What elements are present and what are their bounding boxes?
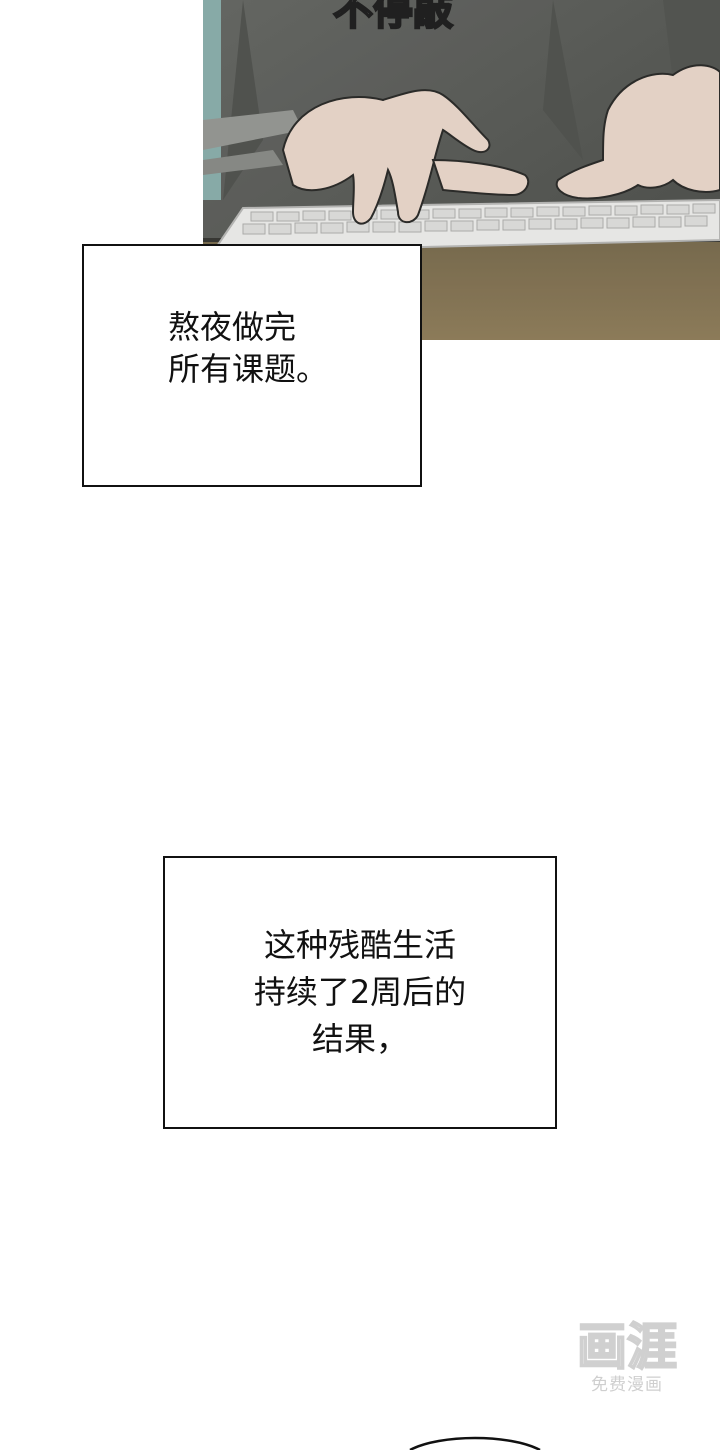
comic-panel-typing: 不停敲 [203, 0, 720, 340]
watermark: 画涯 免费漫画 [562, 1318, 692, 1395]
sfx-text: 不停敲 [333, 0, 453, 34]
next-panel-bubble-edge [409, 1436, 541, 1450]
left-hand [281, 89, 530, 225]
caption-box-2: 这种残酷生活 持续了2周后的 结果， [163, 856, 557, 1129]
caption-text-2: 这种残酷生活 持续了2周后的 结果， [253, 926, 467, 1058]
watermark-logo: 画涯 [576, 1318, 678, 1372]
right-hand [555, 64, 720, 200]
caption-text-1: 熬夜做完 所有课题。 [167, 307, 328, 388]
keyboard [211, 198, 720, 254]
watermark-subtitle: 免费漫画 [591, 1375, 663, 1395]
typing-hands-illustration: 不停敲 [203, 0, 720, 340]
svg-text:画涯: 画涯 [577, 1318, 677, 1372]
caption-box-1: 熬夜做完 所有课题。 [82, 244, 422, 487]
